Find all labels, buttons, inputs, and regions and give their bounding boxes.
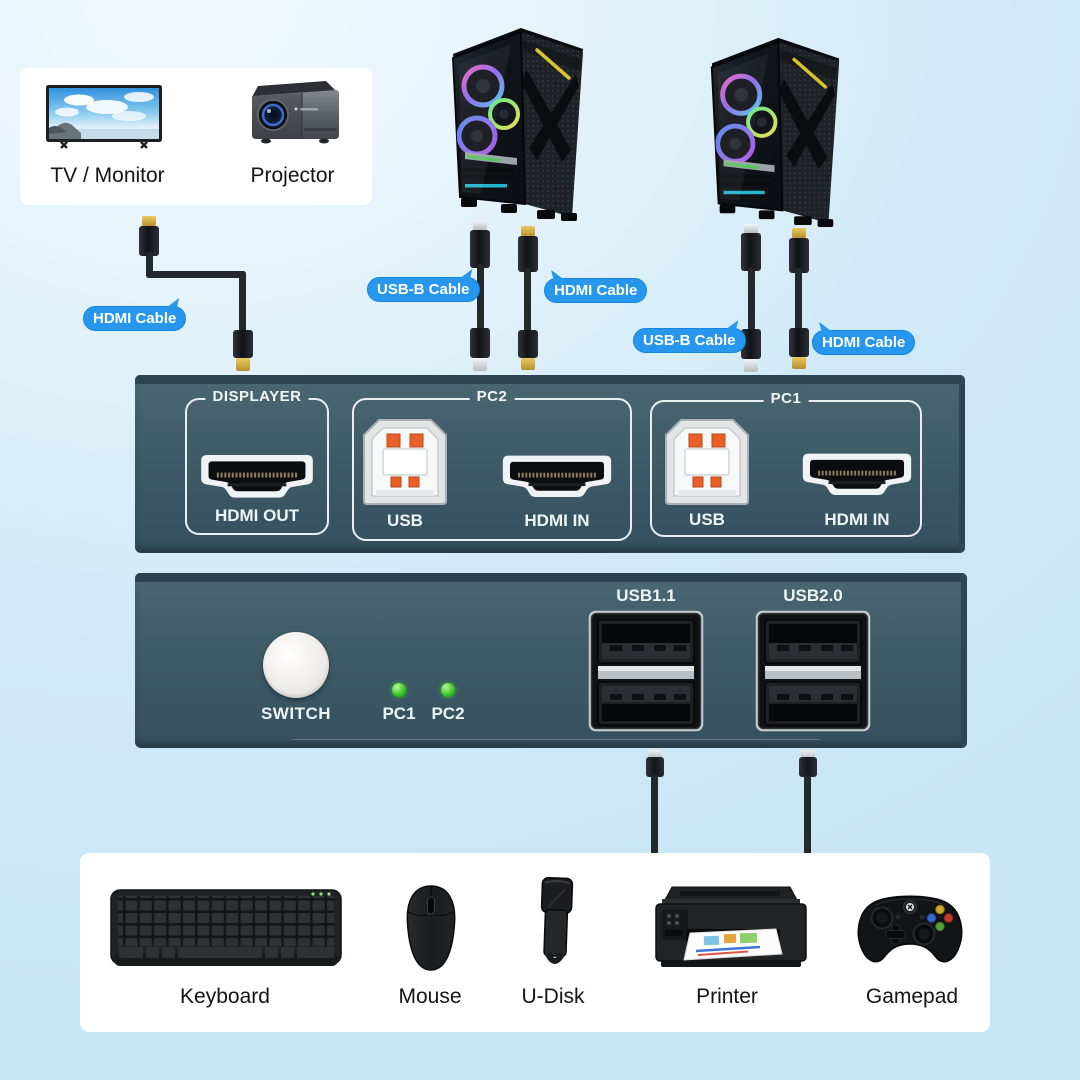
section-pc2-title: PC2	[469, 388, 515, 405]
pc1-led-label: PC1	[382, 704, 416, 723]
usb20-ports-icon	[755, 610, 871, 732]
pc2-usb-label: USB	[387, 511, 423, 530]
pc1-hdmi-cable-tag: HDMI Cable	[812, 330, 916, 355]
gamepad-icon	[852, 893, 968, 971]
pc1-tower-icon	[700, 34, 849, 228]
u-disk-label: U-Disk	[521, 985, 585, 1008]
hdmi-out-label: HDMI OUT	[214, 506, 300, 525]
pc1-hdmi-in-port-icon	[800, 452, 914, 499]
hdmi-out-port-icon	[198, 454, 316, 501]
mouse-icon	[403, 884, 459, 972]
pc2-hdmi-in-label: HDMI IN	[524, 511, 590, 530]
printer-icon	[648, 883, 814, 978]
tv-monitor-label: TV / Monitor	[50, 164, 165, 187]
pc1-usb-cable-tag: USB-B Cable	[633, 328, 746, 353]
front-panel-seam	[292, 739, 820, 745]
pc1-usb-label: USB	[689, 510, 725, 529]
pc1-led	[392, 683, 406, 697]
pc2-hdmi-cable-tag: HDMI Cable	[544, 278, 648, 303]
section-pc1-title: PC1	[763, 390, 809, 407]
pc2-usb-cable-tag: USB-B Cable	[367, 277, 480, 302]
section-pc1: PC1 USB HDMI IN	[650, 390, 922, 537]
display-hdmi-cable-tag: HDMI Cable	[83, 306, 187, 331]
switch-label: SWITCH	[260, 704, 332, 723]
pc2-led	[441, 683, 455, 697]
keyboard-icon	[110, 887, 342, 972]
switch-button	[263, 632, 329, 698]
keyboard-label: Keyboard	[180, 985, 270, 1008]
kvm-front-panel: SWITCH PC1 PC2 USB1.1 USB2.0	[135, 573, 967, 748]
section-displayer-title: DISPLAYER	[205, 388, 309, 405]
mouse-label: Mouse	[398, 985, 462, 1008]
kvm-rear-panel: DISPLAYER HDMI OUT PC2 USB HDMI IN PC1 U…	[135, 375, 965, 553]
usb20-label: USB2.0	[783, 586, 843, 605]
pc2-hdmi-in-port-icon	[500, 454, 614, 501]
pc1-hdmi-in-label: HDMI IN	[824, 510, 890, 529]
peripherals-card: Keyboard Mouse U-Disk Printer Gamepad	[80, 853, 990, 1032]
section-displayer: DISPLAYER HDMI OUT	[185, 388, 329, 535]
u-disk-icon	[536, 877, 576, 971]
projector-icon	[242, 78, 344, 150]
projector-label: Projector	[250, 164, 335, 187]
pc2-tower-icon	[441, 24, 593, 222]
pc2-usb-b-port-icon	[362, 418, 448, 506]
gamepad-label: Gamepad	[865, 985, 959, 1008]
section-pc2: PC2 USB HDMI IN	[352, 388, 632, 541]
printer-label: Printer	[696, 985, 758, 1008]
tv-monitor-icon	[45, 84, 163, 150]
usb11-label: USB1.1	[616, 586, 676, 605]
usb11-ports-icon	[588, 610, 704, 732]
pc1-usb-b-port-icon	[664, 418, 750, 506]
pc2-led-label: PC2	[431, 704, 465, 723]
display-devices-card: TV / Monitor Projector	[20, 68, 372, 205]
